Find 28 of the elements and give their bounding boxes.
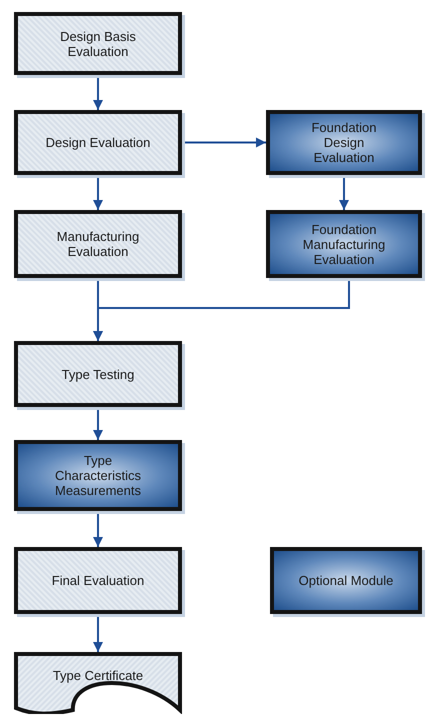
box-label: Final Evaluation — [52, 573, 144, 588]
document-box — [14, 652, 182, 714]
box-label: Design Evaluation — [46, 135, 150, 150]
box-label: Type Testing — [62, 366, 134, 382]
arrow — [182, 138, 266, 148]
process-box — [14, 110, 182, 175]
module-box — [266, 110, 422, 175]
box-label: Foundation Manufacturing Evaluation — [302, 222, 386, 266]
arrow — [93, 175, 103, 210]
arrow — [93, 407, 103, 440]
arrow — [93, 278, 350, 341]
arrow — [93, 511, 103, 547]
box-label: Type Characteristics Measurements — [54, 453, 142, 498]
process-box — [14, 210, 182, 278]
arrow — [93, 614, 103, 652]
box-label: Foundation Design Evaluation — [310, 120, 378, 165]
process-box — [14, 547, 182, 614]
module-box — [266, 210, 422, 278]
box-label: Optional Module — [298, 573, 394, 588]
box-label: Type Certificate — [52, 668, 144, 683]
process-box — [14, 12, 182, 75]
module-box — [270, 547, 422, 614]
arrow — [93, 75, 103, 110]
box-label: Design Basis Evaluation — [59, 28, 137, 58]
box-label: Manufacturing Evaluation — [56, 229, 140, 259]
arrow — [339, 175, 349, 210]
process-box — [14, 341, 182, 407]
module-box — [14, 440, 182, 511]
